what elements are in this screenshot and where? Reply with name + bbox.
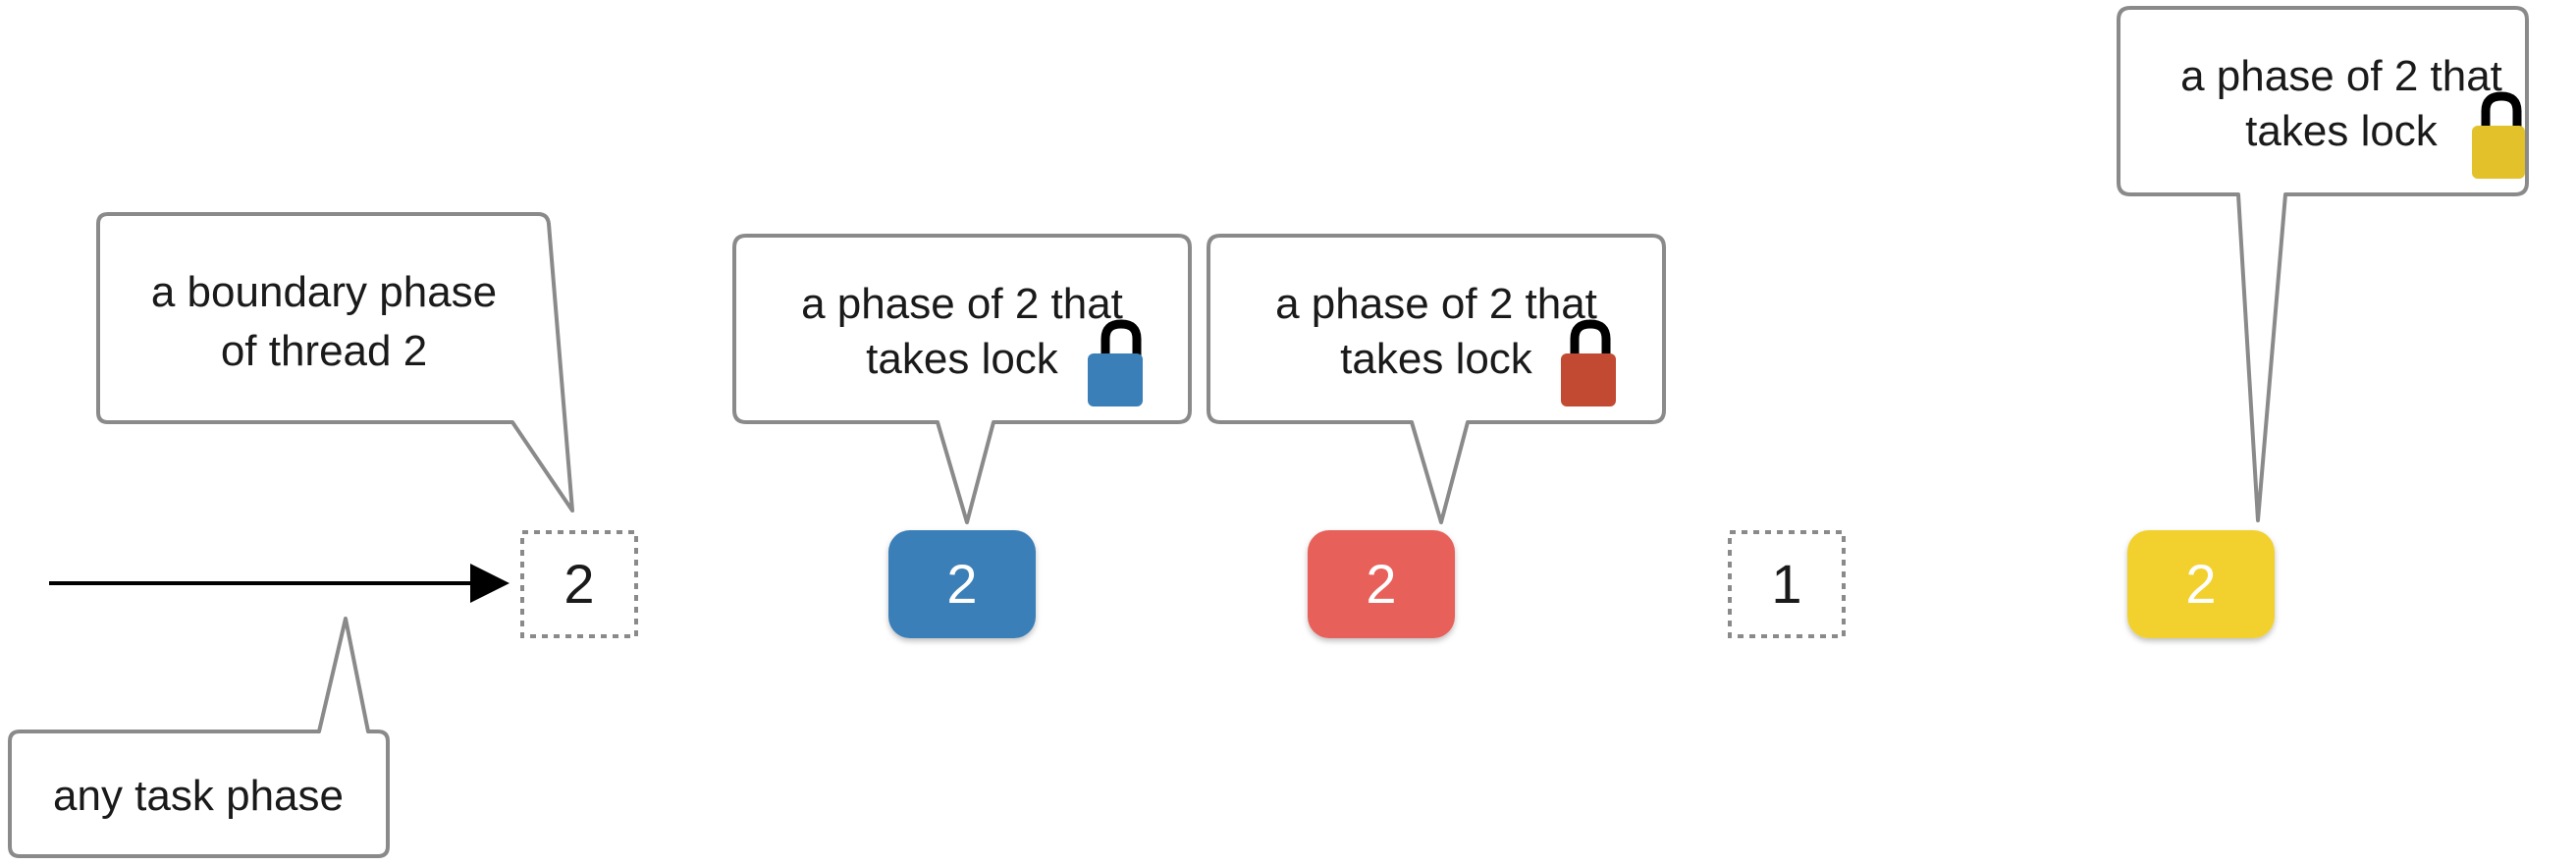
phase-box-3: 2: [1308, 530, 1455, 638]
callout-blue-line1: a phase of 2 that: [801, 280, 1123, 328]
phase-box-1: 2: [520, 530, 638, 638]
callout-any-task-phase: any task phase: [8, 617, 390, 858]
callout-any-task-text: any task phase: [53, 772, 344, 820]
callout-red-line1: a phase of 2 that: [1275, 280, 1597, 328]
phase-label-1: 2: [564, 553, 594, 615]
callout-blue-line2: takes lock: [866, 335, 1059, 383]
callout-boundary-line2: of thread 2: [221, 327, 427, 375]
lock-icon-red: [1561, 319, 1616, 406]
callout-yellow-lock-phase: a phase of 2 that takes lock: [2117, 6, 2529, 522]
callout-boundary-phase: a boundary phase of thread 2: [96, 212, 574, 513]
phase-box-5: 2: [2127, 530, 2275, 638]
callout-yellow-line2: takes lock: [2245, 107, 2439, 155]
phase-box-4: 1: [1728, 530, 1846, 638]
callout-blue-lock-phase: a phase of 2 that takes lock: [732, 234, 1192, 524]
lock-icon-yellow: [2472, 91, 2525, 179]
phase-label-2: 2: [946, 553, 977, 615]
callout-yellow-line1: a phase of 2 that: [2180, 52, 2502, 100]
phase-label-3: 2: [1366, 553, 1396, 615]
lock-icon-blue: [1088, 319, 1143, 406]
callout-red-lock-phase: a phase of 2 that takes lock: [1207, 234, 1666, 524]
callout-boundary-line1: a boundary phase: [151, 268, 497, 316]
phase-box-2: 2: [888, 530, 1036, 638]
callout-red-line2: takes lock: [1340, 335, 1533, 383]
phase-label-4: 1: [1771, 553, 1801, 615]
phase-label-5: 2: [2185, 553, 2216, 615]
